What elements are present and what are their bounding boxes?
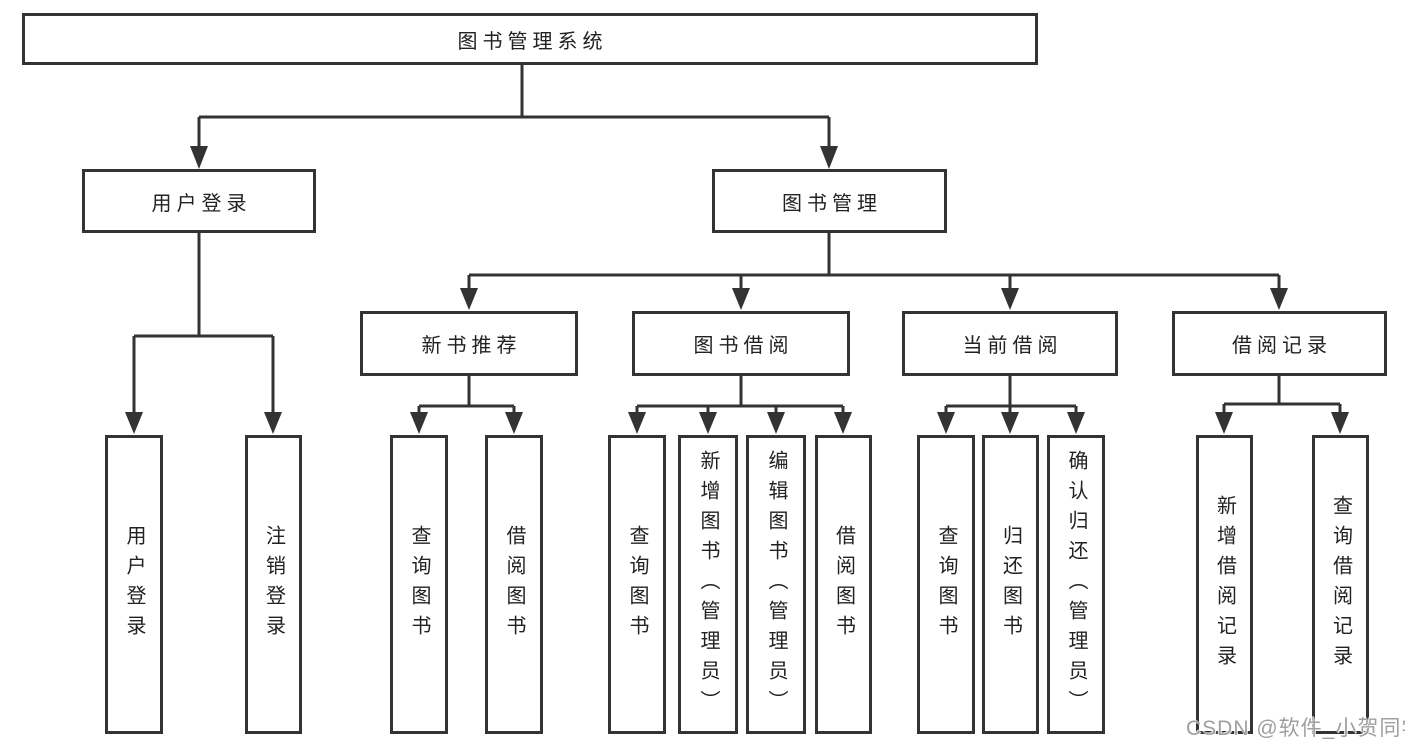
connector-paths (132, 64, 1342, 412)
node-new-book-recommend: 新书推荐 (360, 311, 578, 376)
leaf-label: 归还图书 (999, 524, 1022, 645)
leaf-label: 确认归还（管理员） (1065, 449, 1087, 720)
leaf-label: 查询图书 (408, 524, 430, 645)
node-book-borrow: 图书借阅 (632, 311, 850, 376)
leaf-label: 用户登录 (123, 524, 145, 645)
node-root: 图书管理系统 (22, 13, 1038, 65)
leaf-user-login: 用户登录 (105, 435, 163, 734)
node-borrow-records: 借阅记录 (1172, 311, 1387, 376)
leaf-query-books-borrow: 查询图书 (608, 435, 666, 734)
leaf-label: 注销登录 (262, 524, 285, 645)
leaf-label: 借阅图书 (832, 524, 855, 645)
arrow-down-icons (125, 146, 1349, 434)
leaf-logout: 注销登录 (245, 435, 302, 734)
leaf-label: 编辑图书（管理员） (765, 449, 787, 720)
leaf-label: 查询图书 (935, 524, 957, 645)
leaf-label: 借阅图书 (503, 524, 525, 645)
leaf-borrow-books-recommend: 借阅图书 (485, 435, 543, 734)
leaf-query-books-recommend: 查询图书 (390, 435, 448, 734)
csdn-watermark: CSDN @软件_小贺同学 (1186, 717, 1405, 740)
leaf-label: 新增借阅记录 (1213, 494, 1236, 675)
leaf-add-books-admin: 新增图书（管理员） (678, 435, 738, 734)
node-current-borrow: 当前借阅 (902, 311, 1118, 376)
leaf-edit-books-admin: 编辑图书（管理员） (746, 435, 806, 734)
node-book-management: 图书管理 (712, 169, 947, 233)
leaf-add-borrow-record: 新增借阅记录 (1196, 435, 1253, 734)
leaf-query-borrow-record: 查询借阅记录 (1312, 435, 1369, 734)
leaf-label: 新增图书（管理员） (697, 449, 719, 720)
node-user-login: 用户登录 (82, 169, 316, 233)
leaf-confirm-return-admin: 确认归还（管理员） (1047, 435, 1105, 734)
leaf-label: 查询借阅记录 (1329, 494, 1352, 675)
leaf-label: 查询图书 (626, 524, 648, 645)
leaf-return-books: 归还图书 (982, 435, 1039, 734)
leaf-query-books-current: 查询图书 (917, 435, 975, 734)
leaf-borrow-books: 借阅图书 (815, 435, 872, 734)
